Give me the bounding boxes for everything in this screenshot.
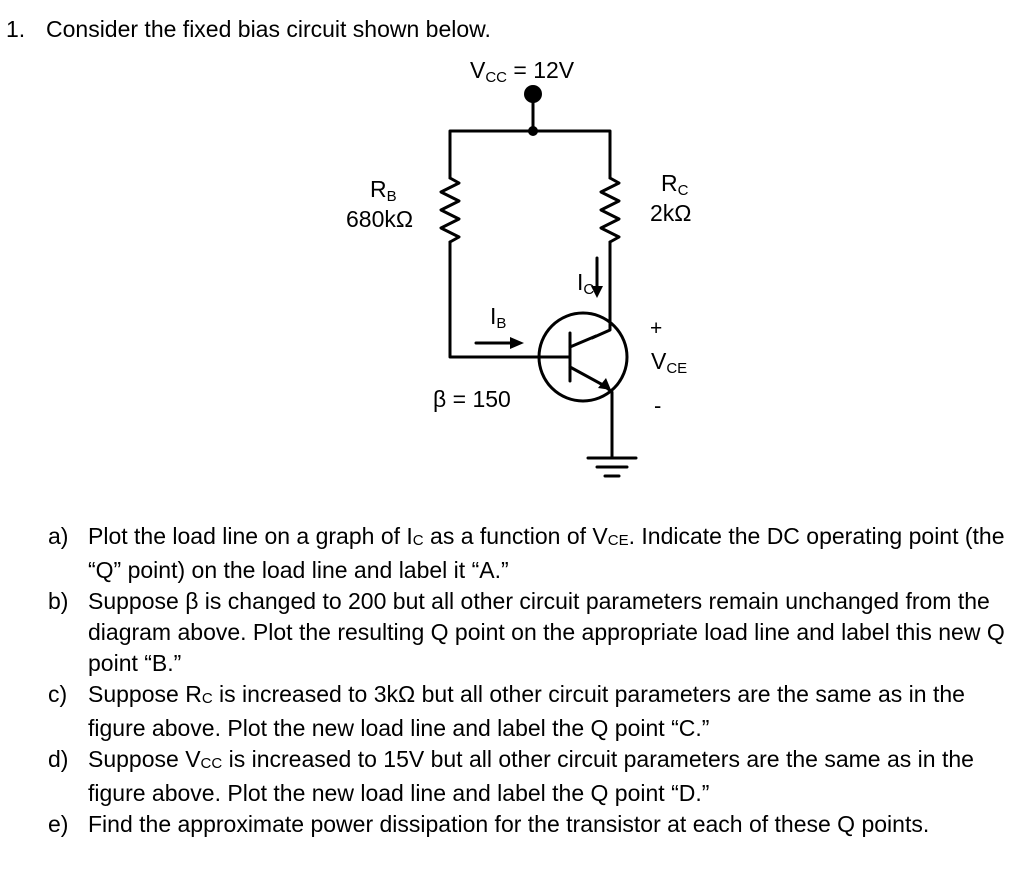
part-c: c) Suppose RC is increased to 3kΩ but al… [48, 681, 965, 741]
rb-value: 680kΩ [346, 206, 414, 232]
top-rail-wire [448, 129, 612, 180]
base-wire [448, 240, 572, 359]
part-b: b) Suppose β is changed to 200 but all o… [48, 588, 1005, 676]
part-letter: a) [48, 523, 69, 549]
vce-minus: - [654, 393, 662, 418]
transistor-collector [568, 334, 598, 349]
vcc-label: VCC = 12V [470, 57, 575, 86]
ic-label: IC [577, 269, 595, 298]
question-parts: a) Plot the load line on a graph of IC a… [48, 521, 1020, 840]
rc-label: RC [661, 170, 689, 199]
beta-label: β = 150 [433, 386, 511, 412]
rb-resistor [439, 176, 461, 244]
part-letter: d) [48, 746, 69, 772]
transistor-emitter [568, 365, 605, 387]
transistor-body [537, 311, 629, 403]
ib-label: IB [490, 303, 507, 332]
rc-value: 2kΩ [650, 200, 692, 226]
part-a: a) Plot the load line on a graph of IC a… [48, 523, 1005, 583]
question-header: 1. Consider the fixed bias circuit shown … [6, 16, 491, 43]
vce-plus: + [650, 317, 663, 340]
part-letter: c) [48, 681, 68, 707]
part-e: e) Find the approximate power dissipatio… [48, 809, 1020, 840]
ib-arrowhead [510, 337, 524, 349]
ic-arrowhead [591, 286, 603, 298]
part-d: d) Suppose VCC is increased to 15V but a… [48, 746, 974, 806]
circuit-diagram [439, 85, 638, 478]
rc-resistor [599, 176, 621, 244]
vce-label: VCE [651, 348, 688, 377]
rb-label: RB [370, 176, 397, 205]
question-intro: Consider the fixed bias circuit shown be… [46, 16, 491, 42]
emitter-arrowhead [598, 378, 611, 390]
part-letter: e) [48, 811, 69, 837]
part-letter: b) [48, 588, 69, 614]
collector-wire [590, 240, 612, 340]
question-number: 1. [6, 16, 26, 42]
